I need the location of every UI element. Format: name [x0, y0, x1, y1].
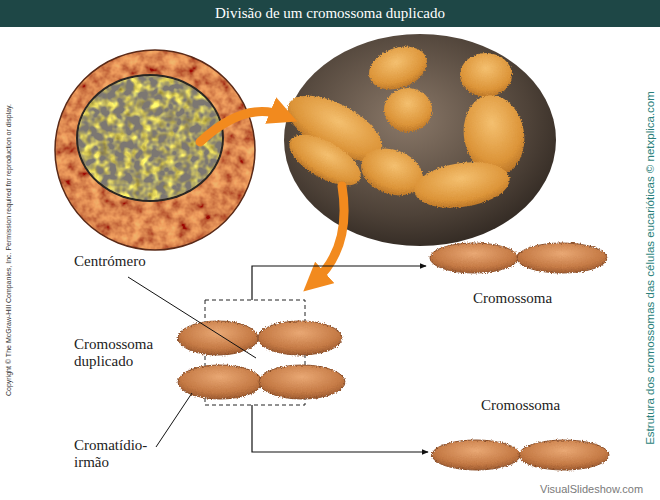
part-label: Cromatídio- irmão [74, 437, 158, 471]
part-label: Cromossoma [481, 397, 560, 414]
chromosome-shape [432, 440, 609, 470]
cytoplasm-texture [55, 50, 255, 250]
chromosome-arm [517, 243, 607, 273]
part-label: Cromossoma duplicado [74, 336, 172, 370]
chromosome-photo [363, 39, 433, 97]
chromosome-photo [460, 53, 512, 97]
chromosome-arm [519, 440, 609, 470]
watermark: VisualSlideshow.com [540, 483, 643, 496]
title: Divisão de um cromossoma duplicado [0, 4, 660, 22]
chromatid [178, 365, 262, 399]
zoom-arrow [200, 112, 284, 142]
division-arrow [252, 266, 426, 300]
chromosome-photo [384, 88, 432, 132]
chromosome-micrograph [278, 34, 556, 246]
leader-line [156, 393, 192, 447]
chromatid [178, 321, 258, 355]
chromatid [258, 321, 342, 355]
chromosome-arm [430, 243, 518, 273]
title-bar: Divisão de um cromossoma duplicado [0, 0, 660, 27]
cell-micrograph [55, 50, 255, 250]
cytoplasm [55, 50, 255, 250]
chromosome-arm [432, 440, 520, 470]
chromosome-shape [430, 243, 607, 273]
division-arrow [252, 405, 428, 452]
zoom-arrow [314, 186, 344, 282]
chromosome-photo [281, 124, 368, 195]
duplicated-chromosome [178, 321, 345, 399]
part-label: Centrómero [74, 253, 146, 270]
chromatid [259, 365, 345, 399]
chromosome-photo [411, 157, 512, 214]
watermark: Estrutura dos cromossomas das células eu… [643, 91, 657, 445]
part-label: Cromossoma [473, 290, 552, 307]
copyright-note: Copyright © The McGraw-Hill Companies, I… [5, 104, 13, 396]
cell-outline [55, 50, 255, 250]
